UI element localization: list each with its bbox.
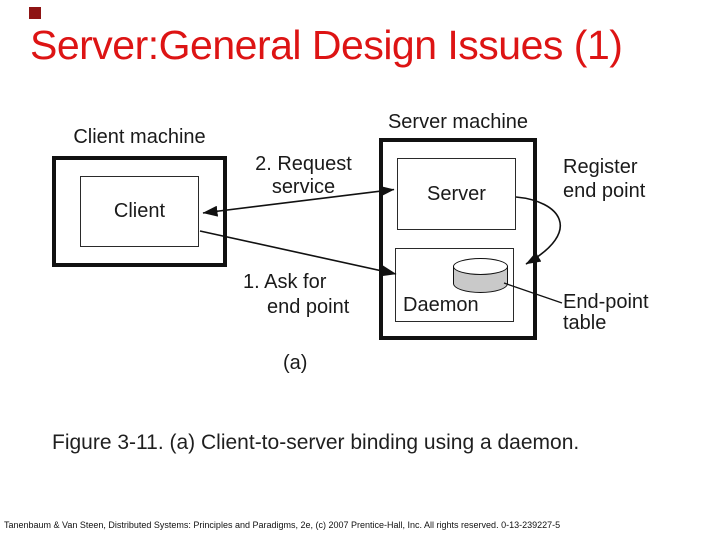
endpoint-table-label: End-point table (563, 291, 649, 334)
register-endpoint-label: Register end point (563, 156, 646, 202)
server-box-label: Server (427, 182, 486, 205)
step1-ask-endpoint-label: 1. Ask for end point (243, 271, 350, 318)
daemon-box: Daemon (395, 248, 514, 322)
ask-endpoint-arrow (199, 230, 397, 277)
slide-title: Server:General Design Issues (1) (30, 22, 623, 68)
subfigure-a-label: (a) (283, 352, 308, 374)
copyright-footer: Tanenbaum & Van Steen, Distributed Syste… (4, 520, 561, 530)
endpoint-table-cylinder-icon (453, 258, 508, 293)
server-box: Server (397, 158, 516, 230)
step2-request-service-label: 2. Request service (255, 153, 352, 198)
daemon-box-label: Daemon (403, 294, 479, 316)
server-machine-label: Server machine (387, 111, 529, 133)
figure-caption: Figure 3-11. (a) Client-to-server bindin… (52, 431, 580, 454)
client-machine-label: Client machine (73, 126, 206, 148)
client-box: Client (80, 176, 199, 247)
client-box-label: Client (113, 200, 166, 222)
slide-bullet-decoration (29, 7, 41, 19)
